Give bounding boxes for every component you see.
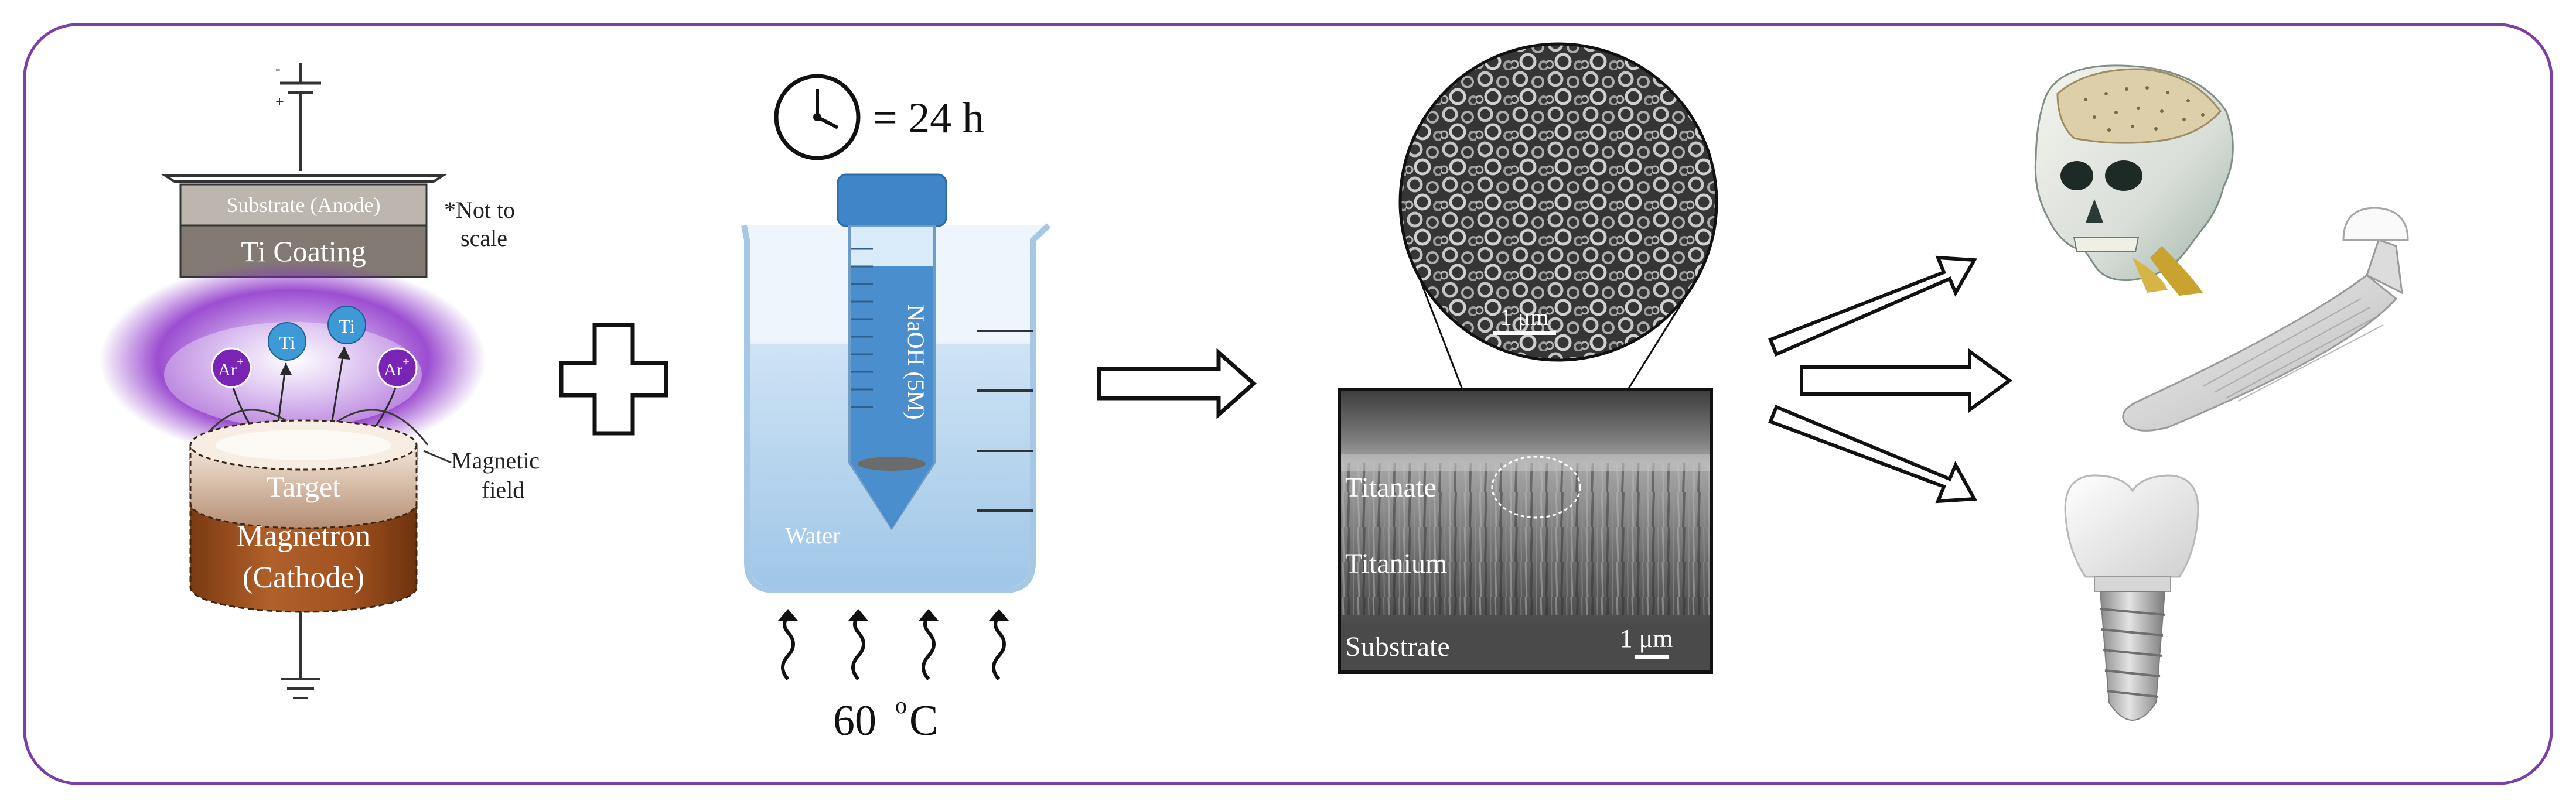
substrate-block xyxy=(179,183,428,227)
sem-panel: 1 μm Titanate Titanium Substrate 1 μm xyxy=(1338,42,1718,674)
sputtering-panel: - + Substrate (Anode) Ti Coating *Not to… xyxy=(100,60,540,699)
layer-titanate-label: Titanate xyxy=(1345,472,1437,503)
water-label: Water xyxy=(785,522,841,549)
magnetic-field-label-line2: field xyxy=(482,477,524,503)
ar-ion: Ar + xyxy=(377,347,418,388)
minus-sign: - xyxy=(275,60,281,77)
ti-atom: Ti xyxy=(268,322,306,361)
beaker-graduations xyxy=(977,330,1033,512)
magnetron-label-line2: (Cathode) xyxy=(243,561,364,594)
substrate-label: Substrate (Anode) xyxy=(227,193,381,217)
temperature-value: 60 xyxy=(833,697,876,745)
magnetron-label-line1: Magnetron xyxy=(237,519,370,553)
scale-note-line1: *Not to xyxy=(444,197,515,223)
magnetic-field-label-line1: Magnetic xyxy=(451,447,540,474)
target-label: Target xyxy=(267,470,340,503)
plasma-cloud xyxy=(100,261,486,460)
time-label: = 24 h xyxy=(873,94,984,142)
ti-atom: Ti xyxy=(327,306,366,344)
skull-implant-image xyxy=(2034,64,2234,296)
heat-arrows xyxy=(781,615,1006,681)
arrow-to-hip-implant xyxy=(1800,348,2013,413)
layer-substrate-label: Substrate xyxy=(1345,631,1450,662)
applications-panel xyxy=(1768,64,2409,721)
svg-text:+: + xyxy=(237,355,243,368)
tube-graduations xyxy=(851,248,873,408)
svg-text:+: + xyxy=(402,355,409,368)
layer-titanium-label: Titanium xyxy=(1345,548,1447,579)
plus-sign: + xyxy=(275,93,284,110)
tube-cap xyxy=(837,173,947,227)
cross-scale-label: 1 μm xyxy=(1620,624,1673,653)
svg-text:Ar: Ar xyxy=(384,360,402,379)
arrow-to-dental-implant xyxy=(1768,405,1977,504)
ar-ion: Ar + xyxy=(211,347,252,388)
svg-text:Ar: Ar xyxy=(218,360,237,379)
process-arrow xyxy=(1097,348,1257,419)
tube-label: NaOH (5M) xyxy=(903,304,929,420)
sem-inset-image xyxy=(1400,44,1717,360)
plus-operator xyxy=(559,323,668,436)
outer-frame xyxy=(23,23,2553,785)
scale-note-line2: scale xyxy=(460,225,507,251)
inset-scale-label: 1 μm xyxy=(1500,304,1549,330)
svg-text:Ti: Ti xyxy=(339,316,354,337)
temperature-degree: o xyxy=(895,692,907,718)
temperature-unit: C xyxy=(909,697,938,745)
svg-text:Ti: Ti xyxy=(279,332,295,353)
hip-implant-image xyxy=(2122,207,2409,432)
dental-implant-image xyxy=(2064,474,2199,721)
arrow-to-skull xyxy=(1768,255,1977,357)
clock-icon xyxy=(774,74,861,160)
alkali-treatment-panel: = 24 h Water NaOH (5M) xyxy=(741,74,1051,745)
